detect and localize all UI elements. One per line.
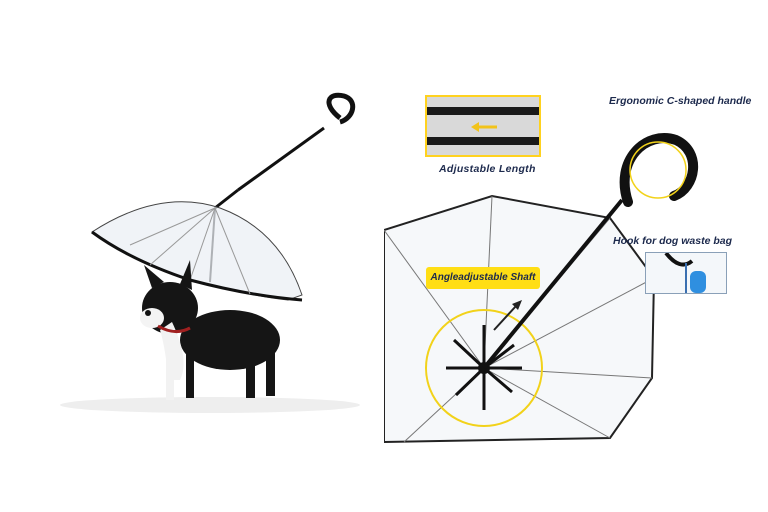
length-arrow-head (471, 122, 479, 132)
canopy-closeup (384, 194, 656, 444)
boston-terrier (140, 260, 280, 400)
shaft-pointer-head (512, 300, 522, 310)
canopy-rib (129, 207, 216, 246)
telescoping-shaft-illustration (427, 97, 539, 155)
hook-shape (664, 253, 694, 267)
handle-shaft (482, 198, 624, 370)
adjustable-length-inset (425, 95, 541, 157)
canopy-rib (149, 207, 216, 266)
canopy-rib (214, 207, 251, 295)
c-shaped-handle (619, 133, 698, 207)
canopy-rib (189, 207, 216, 281)
umbrella-detail-illustration (384, 133, 698, 444)
umbrella-arm (237, 126, 325, 192)
waste-bag-dispenser (690, 271, 706, 293)
floor-shadow (60, 397, 360, 413)
hub-highlight-circle (425, 309, 543, 427)
umbrella-detail-photo (384, 60, 768, 450)
adjustable-length-label: Adjustable Length (439, 163, 536, 175)
handle-highlight-circle (629, 141, 687, 199)
umbrella-arm-joint (214, 188, 239, 210)
hook-inset (645, 252, 727, 294)
shaft-label: Angleadjustable Shaft (426, 267, 540, 289)
handle-label: Ergonomic C-shaped handle (609, 95, 752, 107)
hook-illustration (664, 253, 706, 293)
hook-label: Hook for dog waste bag (613, 235, 733, 247)
rib-hub (446, 325, 522, 410)
shaft-pointer (493, 305, 517, 331)
dog-umbrella-photo (40, 60, 370, 440)
dog-umbrella-illustration (60, 92, 360, 413)
c-handle (326, 92, 356, 125)
